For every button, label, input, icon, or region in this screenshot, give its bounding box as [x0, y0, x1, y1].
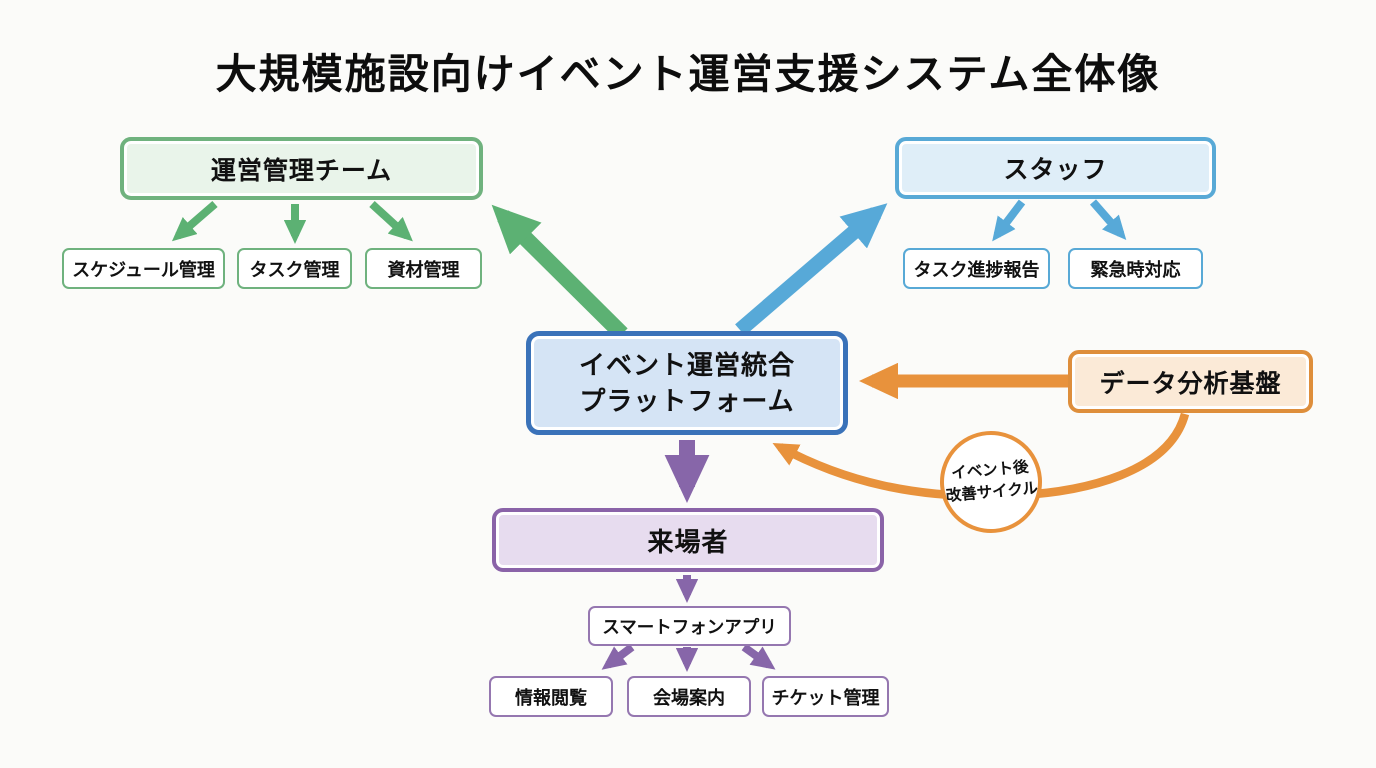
arrow-app-to-info	[601, 643, 635, 670]
arrow-staff-to-emergency	[1089, 199, 1127, 241]
node-visitors: 来場者	[492, 508, 884, 572]
node-material-management: 資材管理	[365, 248, 482, 289]
node-task-progress-report: タスク進捗報告	[903, 248, 1050, 289]
node-data-analysis-platform-label: データ分析基盤	[1099, 369, 1282, 398]
node-task-management-label: タスク管理	[249, 259, 340, 280]
node-improvement-cycle-label: イベント後 改善サイクル	[943, 456, 1039, 509]
node-emergency-response-label: 緊急時対応	[1090, 259, 1181, 280]
diagram-title: 大規模施設向けイベント運営支援システム全体像	[215, 51, 1161, 97]
node-ops-team-label: 運営管理チーム	[210, 156, 393, 185]
node-event-platform: イベント運営統合 プラットフォーム	[526, 331, 848, 435]
node-schedule-management-label: スケジュール管理	[72, 259, 215, 280]
node-event-platform-label-line2: プラットフォーム	[579, 386, 795, 416]
arrow-ops-team-to-material	[369, 201, 413, 242]
node-ticket-management-label: チケット管理	[771, 687, 880, 708]
node-task-management: タスク管理	[237, 248, 352, 289]
arrow-ops-team-to-schedule	[171, 200, 218, 242]
node-material-management-label: 資材管理	[387, 259, 460, 280]
node-smartphone-app: スマートフォンアプリ	[588, 606, 791, 646]
node-task-progress-report-label: タスク進捗報告	[913, 259, 1040, 280]
node-emergency-response: 緊急時対応	[1068, 248, 1203, 289]
node-info-browsing: 情報閲覧	[489, 676, 613, 717]
node-event-platform-label: イベント運営統合 プラットフォーム	[579, 347, 795, 420]
node-smartphone-app-label: スマートフォンアプリ	[602, 616, 777, 637]
node-ticket-management: チケット管理	[762, 676, 889, 717]
node-venue-guide: 会場案内	[627, 676, 751, 717]
node-venue-guide-label: 会場案内	[653, 687, 725, 708]
node-event-platform-label-line1: イベント運営統合	[578, 349, 795, 380]
arrow-platform-to-ops-team	[491, 204, 628, 340]
arrow-app-to-ticket	[741, 643, 776, 670]
node-staff: スタッフ	[895, 137, 1216, 199]
arrow-platform-to-staff	[735, 203, 888, 336]
node-improvement-cycle-label-line2: 改善サイクル	[945, 479, 1039, 505]
node-info-browsing-label: 情報閲覧	[515, 687, 587, 708]
node-schedule-management: スケジュール管理	[62, 248, 225, 289]
node-improvement-cycle-label-line1: イベント後	[950, 458, 1030, 482]
node-data-analysis-platform: データ分析基盤	[1068, 350, 1313, 413]
node-staff-label: スタッフ	[1003, 156, 1108, 184]
node-visitors-label: 来場者	[647, 526, 729, 557]
arrow-staff-to-task-progress	[992, 199, 1026, 242]
node-ops-team: 運営管理チーム	[120, 137, 483, 200]
